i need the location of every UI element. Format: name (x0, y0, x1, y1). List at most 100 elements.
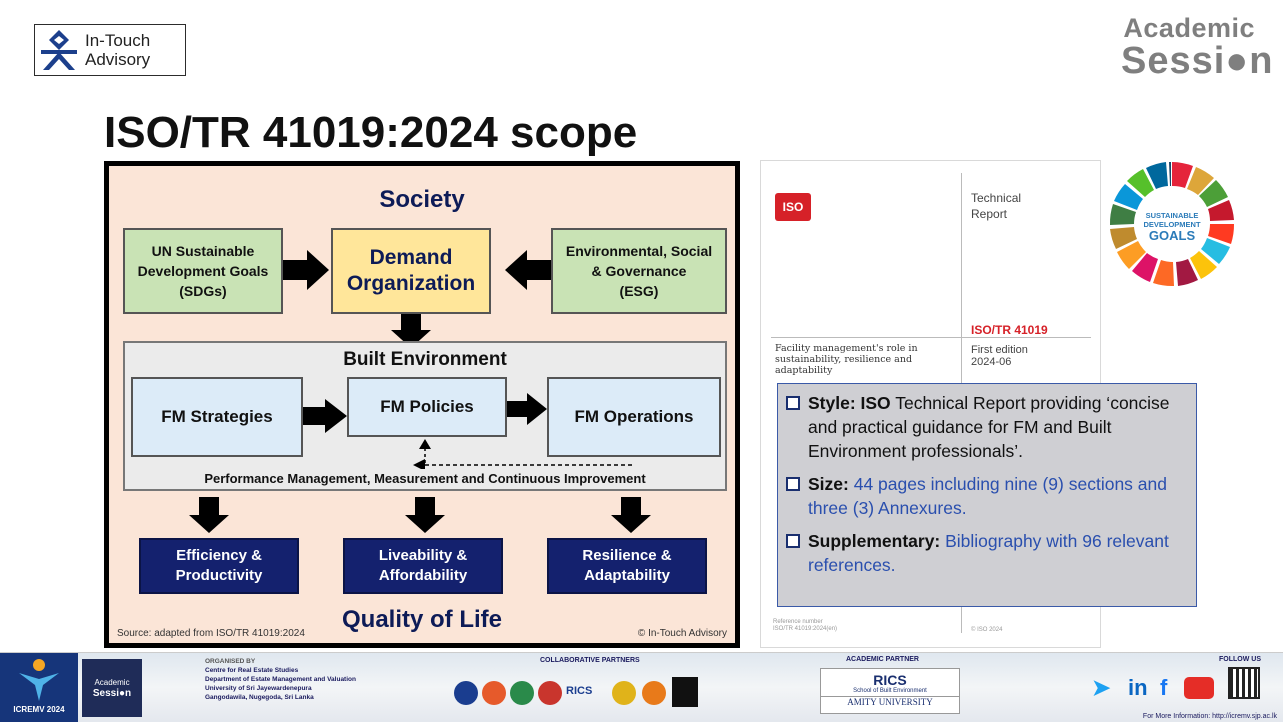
diagram-source: Source: adapted from ISO/TR 41019:2024 (117, 628, 305, 639)
twitter-icon[interactable]: ➤ (1092, 675, 1111, 700)
partner-logo-icon (672, 677, 698, 707)
sdg-wheel-logo: SUSTAINABLE DEVELOPMENT GOALS (1109, 161, 1235, 287)
info-box: Style: ISO Technical Report providing ‘c… (777, 383, 1197, 607)
org-line-3: University of Sri Jayewardenepura (205, 685, 312, 692)
organiser-block: ORGANISED BY Centre for Real Estate Stud… (205, 657, 356, 702)
fm-operations-box: FM Operations (547, 377, 721, 457)
outcome-2-line-1: Liveability & (378, 547, 468, 564)
partner-logo-icon (538, 681, 562, 705)
org-line-1: Centre for Real Estate Studies (205, 667, 299, 674)
feedback-loop-arrows (413, 439, 635, 469)
sdg-box-line-1: UN Sustainable (151, 243, 255, 259)
more-info-link[interactable]: For More Information: http://icremv.sjp.… (1142, 713, 1277, 720)
sdg-text-1: SUSTAINABLE (1146, 211, 1199, 220)
brand-line-2: Advisory (85, 50, 151, 69)
checkbox-icon (786, 534, 800, 548)
partner-logo-icon (642, 681, 666, 705)
edition-line-2: 2024-06 (971, 356, 1012, 368)
outcome-1-line-1: Efficiency & (176, 547, 262, 564)
rics-label: RICS (873, 672, 907, 688)
facebook-icon[interactable]: f (1160, 675, 1168, 700)
academic-session-tag: Academic Sessi●n (82, 659, 142, 717)
info-bullet-style: Style: ISO Technical Report providing ‘c… (786, 391, 1188, 463)
brand-line-1: In-Touch (85, 31, 151, 50)
diagram-copyright: © In-Touch Advisory (637, 628, 727, 639)
arrow-down-icon (189, 497, 229, 533)
demand-line-2: Organization (346, 272, 476, 295)
linkedin-icon[interactable]: in (1128, 675, 1148, 700)
quality-of-life-label: Quality of Life (341, 606, 502, 633)
ref-line-2: ISO/TR 41019:2024(en) (773, 626, 838, 632)
in-touch-advisory-logo: In-Touch Advisory (34, 24, 186, 76)
demand-organization-box: Demand Organization (331, 228, 491, 314)
scope-diagram: Society UN Sustainable Development Goals… (104, 161, 740, 648)
efficiency-productivity-box: Efficiency & Productivity (139, 538, 299, 594)
demand-line-1: Demand (369, 246, 453, 269)
resilience-adaptability-box: Resilience & Adaptability (547, 538, 707, 594)
size-label: Size: (808, 474, 849, 494)
academic-session-logo: Academic Sessi●n (1121, 14, 1274, 84)
rics-sub-label: School of Built Environment (853, 688, 927, 694)
arrow-down-icon (405, 497, 445, 533)
organised-by-label: ORGANISED BY (205, 658, 256, 665)
youtube-icon[interactable] (1184, 677, 1214, 699)
academic-partner-label: ACADEMIC PARTNER (846, 656, 919, 663)
liveability-affordability-box: Liveability & Affordability (343, 538, 503, 594)
edition-line-1: First edition (971, 344, 1028, 356)
figure-icon (19, 659, 59, 701)
follow-us-label: FOLLOW US (1219, 656, 1261, 663)
checkbox-icon (786, 477, 800, 491)
icremv-logo: ICREMV 2024 (0, 653, 78, 722)
cover-rule (771, 337, 1091, 338)
session-word: Sessi●n (1121, 40, 1274, 82)
slide-title: ISO/TR 41019:2024 scope (104, 108, 638, 157)
esg-box: Environmental, Social & Governance (ESG) (551, 228, 727, 314)
arrow-right-icon (507, 393, 547, 425)
arrow-right-icon (303, 399, 347, 433)
partner-logo-icon (482, 681, 506, 705)
desc-line-2: sustainability, resilience and (775, 354, 913, 365)
partner-logo-icon (510, 681, 534, 705)
rics-amity-logo: RICS School of Built Environment AMITY U… (820, 668, 960, 714)
society-label: Society (379, 186, 465, 213)
esg-box-line-3: (ESG) (619, 283, 659, 299)
cover-copyright: © ISO 2024 (971, 627, 1003, 633)
sdg-text-3: GOALS (1149, 228, 1196, 243)
esg-box-line-2: & Governance (591, 263, 687, 279)
doc-type-line-2: Report (971, 207, 1008, 221)
arrow-right-icon (283, 250, 329, 290)
arrow-down-icon (611, 497, 651, 533)
in-touch-logo-icon (41, 30, 77, 70)
amity-label: AMITY UNIVERSITY (821, 696, 959, 707)
doc-type-line-1: Technical (971, 191, 1022, 205)
supplementary-text: Bibliography with 96 relevant references… (808, 531, 1169, 575)
fm-policies-box: FM Policies (347, 377, 507, 437)
iso-logo: ISO (775, 193, 811, 221)
partner-logo-icon (454, 681, 478, 705)
footer-banner: ICREMV 2024 Academic Sessi●n ORGANISED B… (0, 652, 1283, 722)
outcome-3-line-2: Adaptability (584, 567, 670, 584)
sdg-text-2: DEVELOPMENT (1143, 220, 1201, 229)
qr-code-icon (1228, 667, 1260, 699)
org-line-4: Gangodawila, Nugegoda, Sri Lanka (205, 694, 314, 701)
sdg-box-line-3: (SDGs) (179, 283, 227, 299)
info-bullet-size: Size: 44 pages including nine (9) sectio… (786, 472, 1188, 520)
checkbox-icon (786, 396, 800, 410)
org-line-2: Department of Estate Management and Valu… (205, 676, 356, 683)
desc-line-3: adaptability (775, 365, 833, 376)
outcome-2-line-2: Affordability (378, 567, 468, 584)
rics-small-logo: RICS (566, 685, 593, 697)
fm-strategies-box: FM Strategies (131, 377, 303, 457)
sdg-box: UN Sustainable Development Goals (SDGs) (123, 228, 283, 314)
style-label: Style: ISO (808, 393, 891, 413)
built-environment-label: Built Environment (343, 349, 507, 370)
info-bullet-supplementary: Supplementary: Bibliography with 96 rele… (786, 529, 1188, 577)
built-environment-panel: Built Environment FM Strategies FM Polic… (123, 341, 727, 491)
outcome-1-line-2: Productivity (175, 567, 263, 584)
outcome-3-line-1: Resilience & (582, 547, 672, 564)
performance-label: Performance Management, Measurement and … (204, 471, 646, 486)
style-text: Technical Report providing ‘concise and … (808, 393, 1170, 461)
ref-line-1: Reference number (773, 619, 823, 625)
size-text: 44 pages including nine (9) sections and… (808, 474, 1167, 518)
